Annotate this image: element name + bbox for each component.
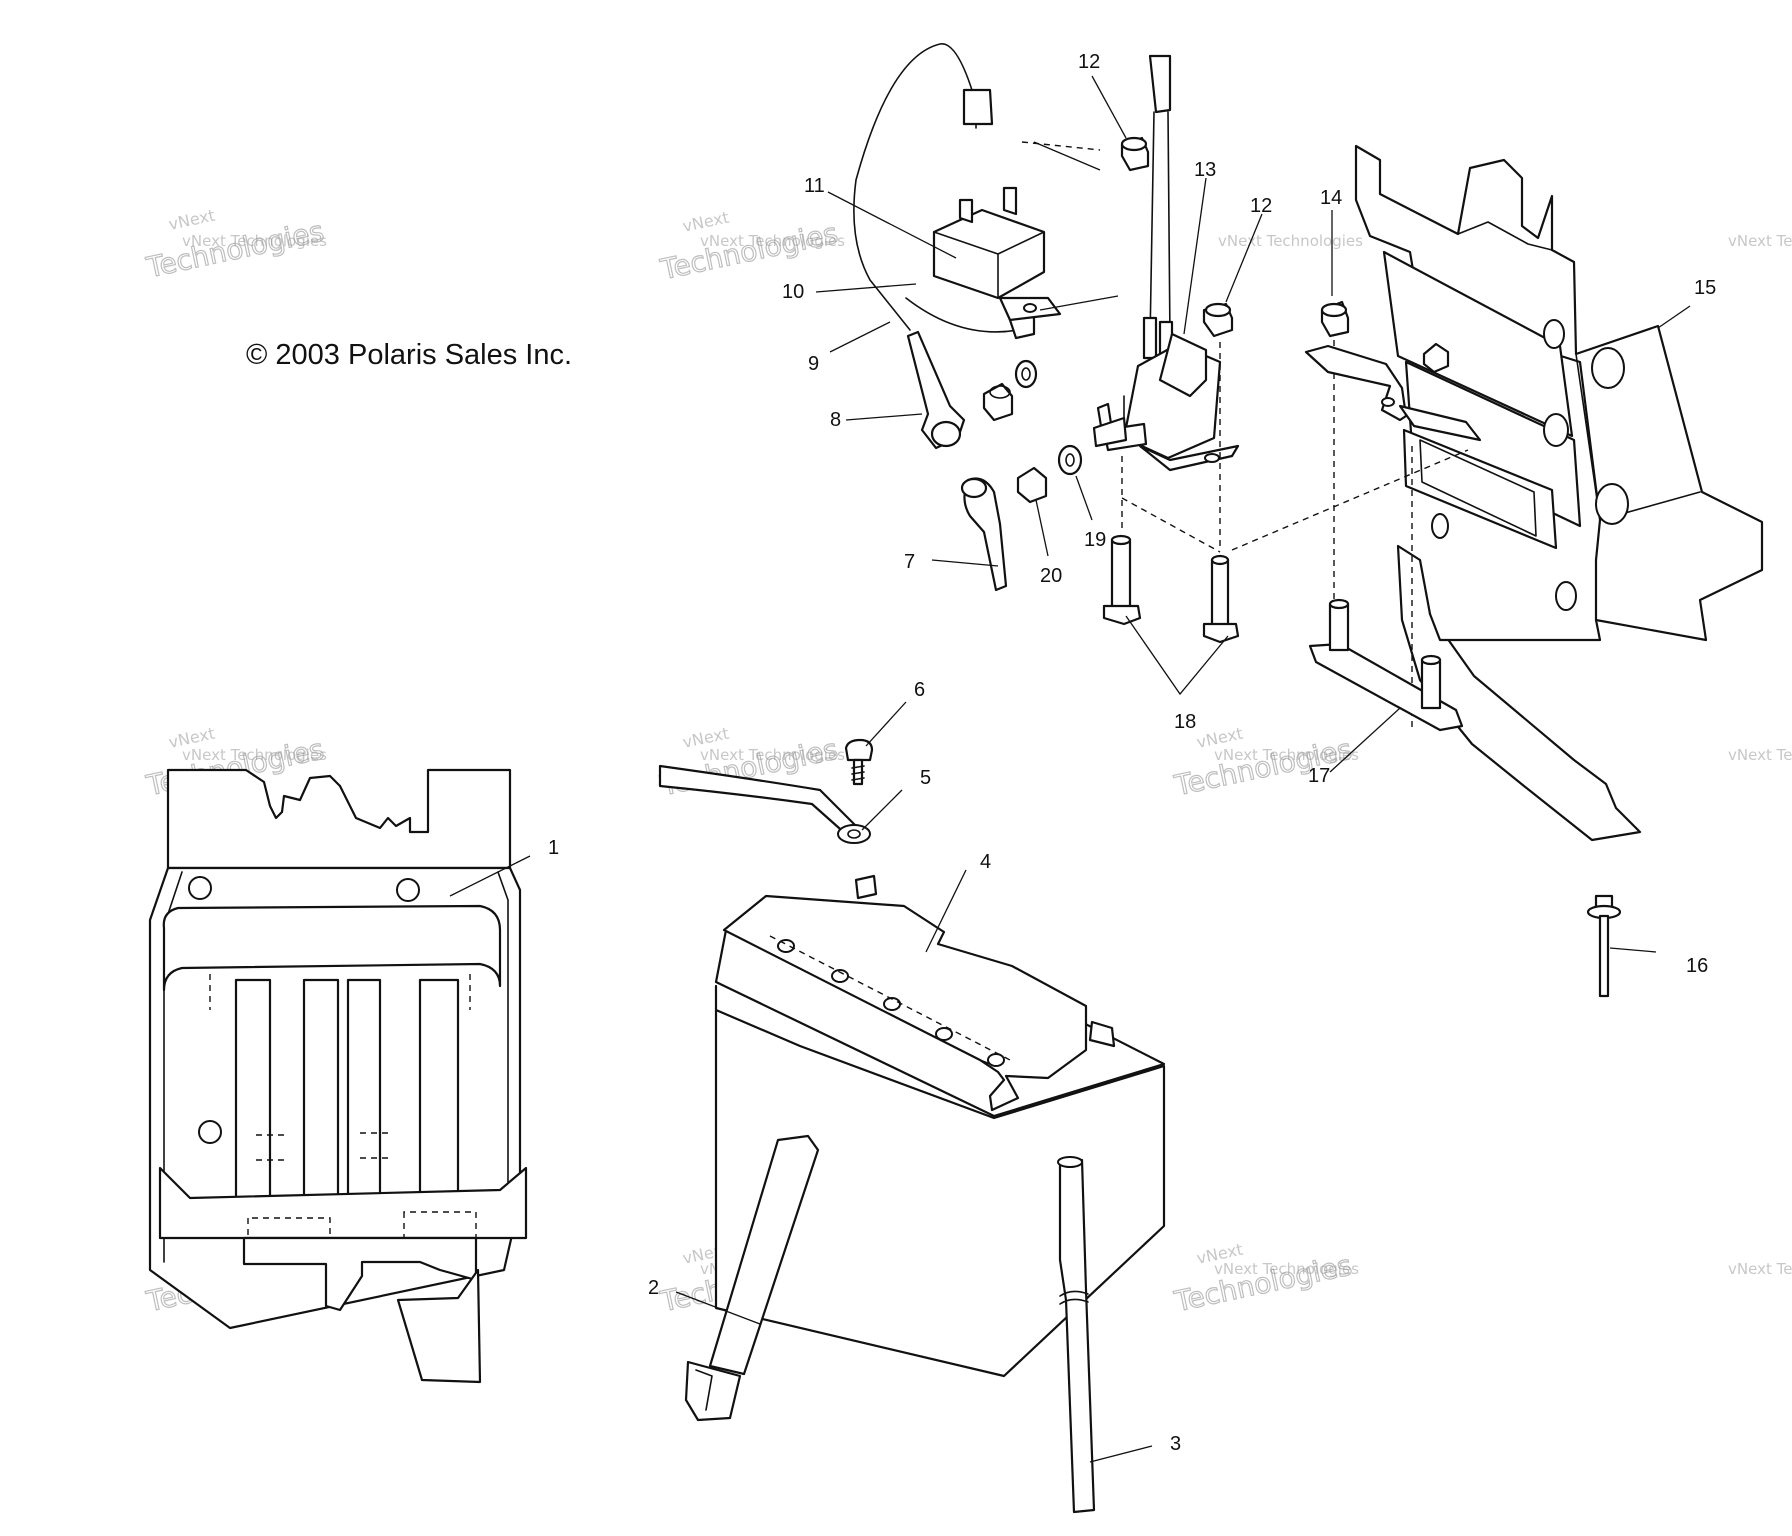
callout-5: 5 bbox=[920, 767, 931, 789]
svg-text:vNext Technologies: vNext Technologies bbox=[1218, 232, 1363, 250]
starter-solenoid bbox=[1092, 54, 1240, 472]
battery-tray bbox=[148, 768, 528, 1384]
callout-19: 19 bbox=[1084, 529, 1106, 551]
callout-12b: 12 bbox=[1250, 195, 1272, 217]
callout-18: 18 bbox=[1174, 711, 1196, 733]
rivet bbox=[1586, 894, 1622, 998]
callout-7: 7 bbox=[904, 551, 915, 573]
battery bbox=[714, 874, 1166, 1378]
copyright-text: © 2003 Polaris Sales Inc. bbox=[246, 339, 572, 371]
bolts bbox=[1102, 340, 1335, 644]
callout-4: 4 bbox=[980, 851, 991, 873]
callout-8: 8 bbox=[830, 409, 841, 431]
callout-labels: 1 2 3 4 5 6 7 8 9 10 11 12 12 13 14 15 1… bbox=[548, 51, 1716, 1455]
callout-13: 13 bbox=[1194, 159, 1216, 181]
hardware-nuts bbox=[982, 136, 1350, 504]
svg-text:vNext Technologies: vNext Technologies bbox=[1728, 232, 1792, 250]
svg-text:vNext Technologies: vNext Technologies bbox=[1728, 746, 1792, 764]
svg-text:vNext Technologies: vNext Technologies bbox=[182, 232, 327, 250]
solenoid-coil-assembly bbox=[853, 43, 1119, 340]
svg-text:vNext Technologies: vNext Technologies bbox=[182, 746, 327, 764]
callout-15: 15 bbox=[1694, 277, 1716, 299]
callout-1: 1 bbox=[548, 837, 559, 859]
svg-text:vNext Technologies: vNext Technologies bbox=[1728, 1260, 1792, 1278]
svg-text:vNext Technologies: vNext Technologies bbox=[700, 746, 845, 764]
cable-boots bbox=[906, 330, 1008, 592]
stud-plate bbox=[1308, 598, 1464, 732]
vent-hose bbox=[1057, 1156, 1096, 1514]
leader-lines bbox=[449, 75, 1691, 1463]
callout-3: 3 bbox=[1170, 1433, 1181, 1455]
svg-text:vNext: vNext bbox=[167, 206, 217, 234]
callout-17: 17 bbox=[1308, 765, 1330, 787]
callout-2: 2 bbox=[648, 1277, 659, 1299]
svg-text:vNext Technologies: vNext Technologies bbox=[1214, 746, 1359, 764]
callout-11: 11 bbox=[804, 175, 825, 197]
callout-20: 20 bbox=[1040, 565, 1062, 587]
battery-strap bbox=[684, 1134, 820, 1422]
callout-10: 10 bbox=[782, 281, 804, 303]
callout-6: 6 bbox=[914, 679, 925, 701]
callout-14: 14 bbox=[1320, 187, 1342, 209]
svg-text:vNext Technologies: vNext Technologies bbox=[1214, 1260, 1359, 1278]
callout-9: 9 bbox=[808, 353, 819, 375]
svg-text:vNext Technologies: vNext Technologies bbox=[700, 232, 845, 250]
callout-12a: 12 bbox=[1078, 51, 1100, 73]
callout-16: 16 bbox=[1686, 955, 1708, 977]
mounting-bracket bbox=[1231, 144, 1764, 842]
